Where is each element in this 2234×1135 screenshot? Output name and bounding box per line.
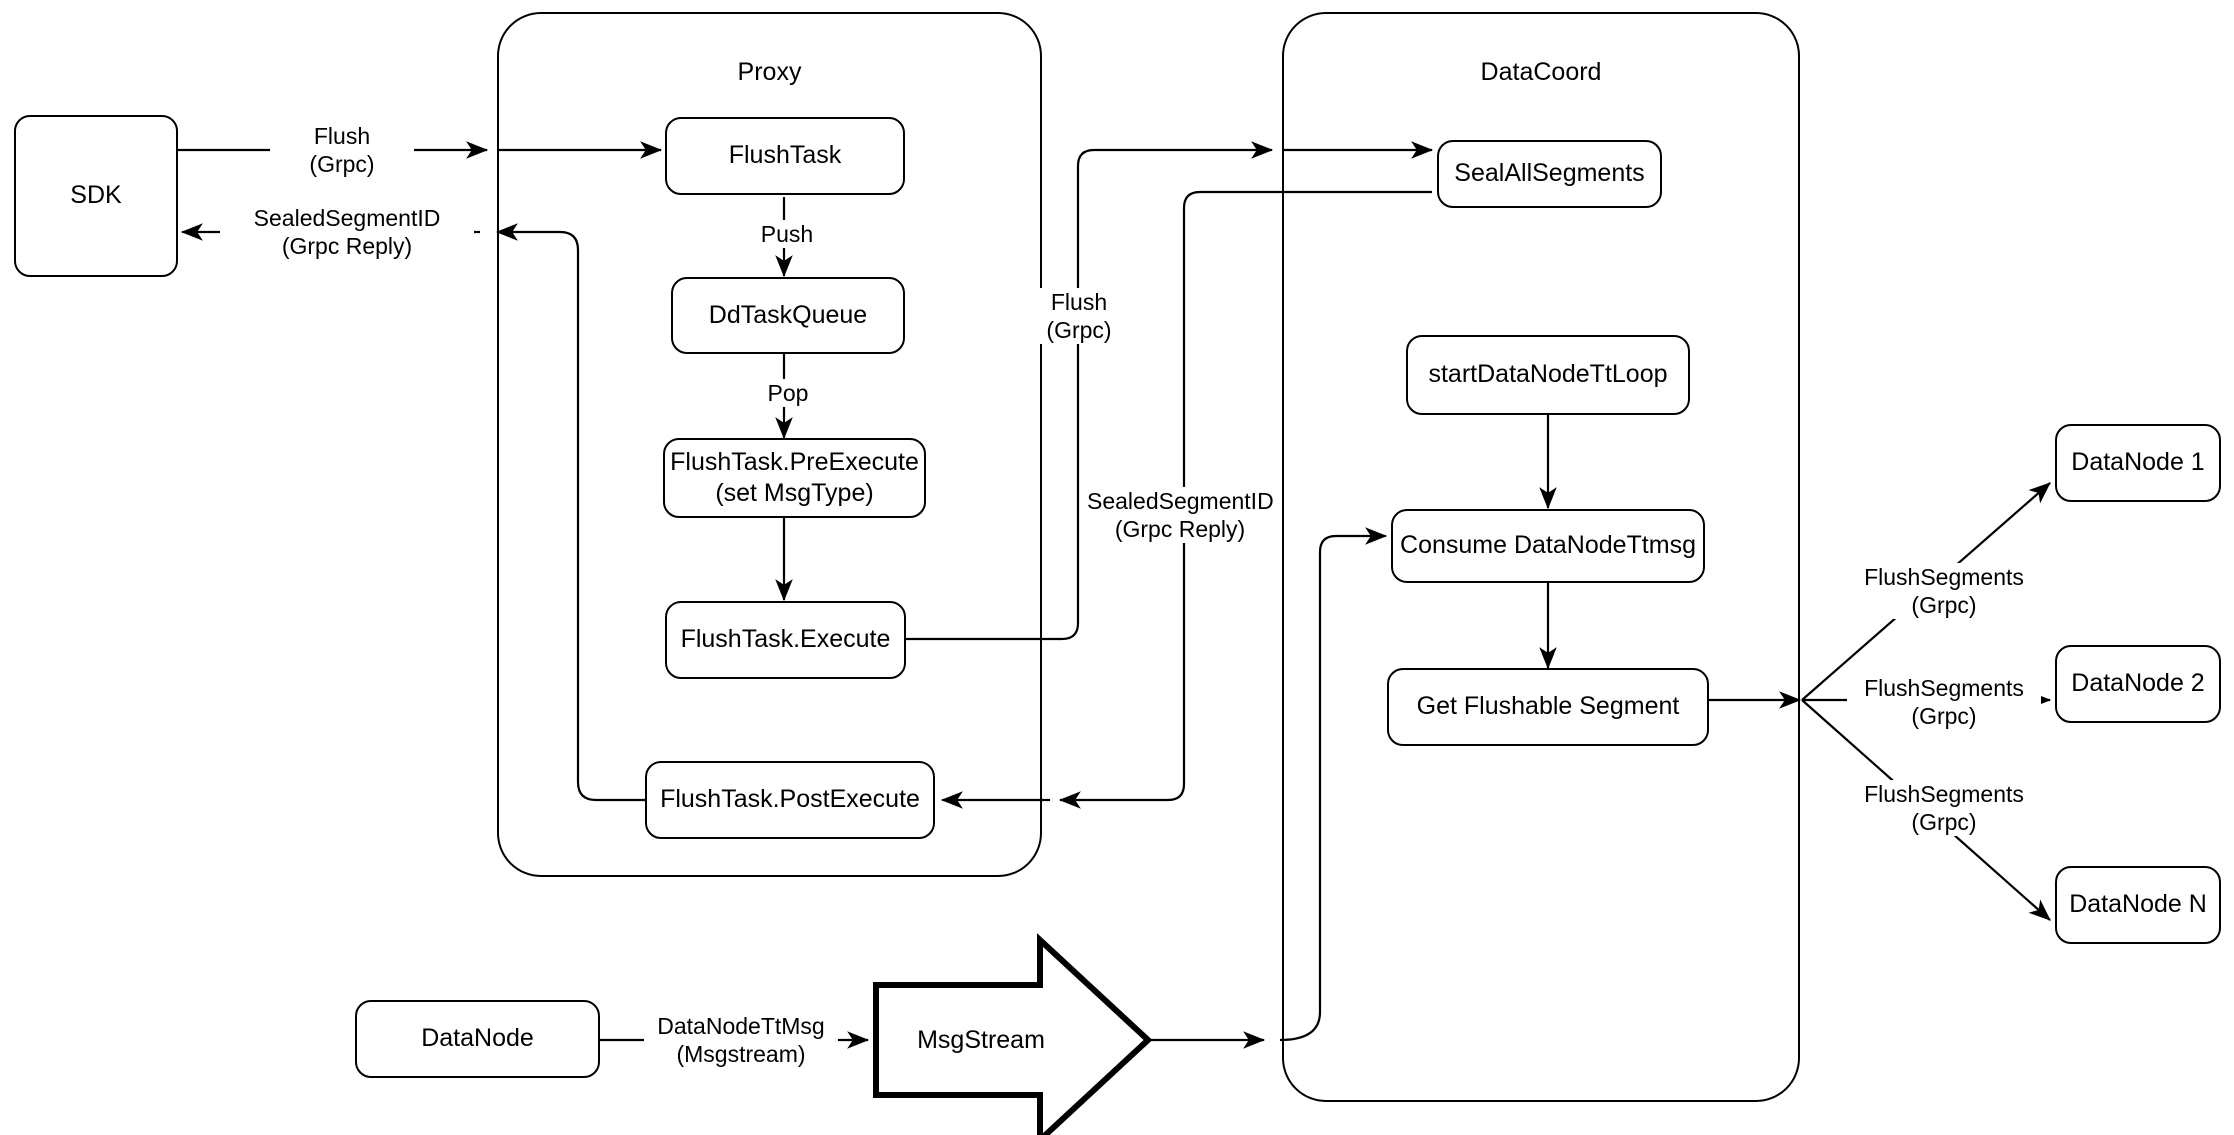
node-get-flushable-segment[interactable]: Get Flushable Segment	[1387, 668, 1709, 746]
edge-label-push-text: Push	[760, 221, 814, 247]
node-sealallsegments[interactable]: SealAllSegments	[1437, 140, 1662, 208]
node-preexecute-line2: (set MsgType)	[715, 479, 874, 507]
edge-label-sdk-flush-line1: Flush	[313, 123, 371, 149]
node-startdatanodettloop[interactable]: startDataNodeTtLoop	[1406, 335, 1690, 415]
edge-label-flushsegments-1: FlushSegments (Grpc)	[1847, 563, 2041, 620]
node-flushtask[interactable]: FlushTask	[665, 117, 905, 195]
container-datacoord	[1282, 12, 1800, 1102]
edge-label-proxy-reply-line2: (Grpc Reply)	[1114, 516, 1246, 543]
node-consume-datanodettmsg[interactable]: Consume DataNodeTtmsg	[1391, 509, 1705, 583]
edge-label-flushsegments-2-line2: (Grpc)	[1911, 703, 1977, 730]
edge-label-flushsegments-n-line2: (Grpc)	[1911, 809, 1977, 836]
edge-execute-to-datacoord	[906, 141, 1274, 641]
edge-label-sdk-reply-line1: SealedSegmentID	[253, 205, 441, 231]
edge-label-sdk-flush: Flush (Grpc)	[270, 122, 414, 179]
edge-label-datanodettmsg-line1: DataNodeTtMsg	[657, 1013, 825, 1039]
edge-label-pop: Pop	[736, 379, 840, 408]
msgstream-arrow-shape	[873, 933, 1153, 1135]
edge-label-proxy-reply: SealedSegmentID (Grpc Reply)	[1085, 487, 1275, 544]
edge-label-flushsegments-n: FlushSegments (Grpc)	[1847, 780, 2041, 837]
edge-postexecute-to-proxywall	[495, 223, 645, 802]
container-datacoord-title: DataCoord	[1480, 58, 1602, 86]
edge-label-sdk-reply-line2: (Grpc Reply)	[281, 233, 413, 260]
edge-label-datanodettmsg-line2: (Msgstream)	[676, 1041, 806, 1068]
edge-label-flushsegments-2-line1: FlushSegments	[1864, 675, 2024, 701]
edge-label-proxy-reply-line1: SealedSegmentID	[1087, 488, 1274, 514]
edge-label-flushsegments-1-line1: FlushSegments	[1864, 564, 2024, 590]
edge-label-flushsegments-2: FlushSegments (Grpc)	[1847, 674, 2041, 731]
edge-label-push: Push	[730, 220, 844, 249]
container-proxy	[497, 12, 1042, 877]
edge-datacoord-to-consume	[1279, 527, 1388, 1042]
edge-label-sdk-reply: SealedSegmentID (Grpc Reply)	[220, 204, 474, 261]
node-preexecute-line1: FlushTask.PreExecute	[670, 447, 919, 476]
edge-label-proxy-flush: Flush (Grpc)	[1012, 288, 1146, 345]
edge-label-proxy-flush-line2: (Grpc)	[1046, 317, 1112, 344]
node-flushtask-preexecute[interactable]: FlushTask.PreExecute (set MsgType)	[663, 438, 926, 518]
edge-label-datanodettmsg: DataNodeTtMsg (Msgstream)	[644, 1012, 838, 1069]
edge-label-pop-text: Pop	[767, 380, 809, 406]
container-proxy-title: Proxy	[737, 58, 802, 86]
node-datanode-n[interactable]: DataNode N	[2055, 866, 2221, 944]
node-msgstream-label: MsgStream	[917, 1026, 1045, 1054]
node-datanode-1[interactable]: DataNode 1	[2055, 424, 2221, 502]
node-sdk[interactable]: SDK	[14, 115, 178, 277]
node-datanode-source[interactable]: DataNode	[355, 1000, 600, 1078]
node-flushtask-execute[interactable]: FlushTask.Execute	[665, 601, 906, 679]
edge-label-flushsegments-1-line2: (Grpc)	[1911, 592, 1977, 619]
edge-label-proxy-flush-line1: Flush	[1050, 289, 1108, 315]
node-ddtaskqueue[interactable]: DdTaskQueue	[671, 277, 905, 354]
node-flushtask-postexecute[interactable]: FlushTask.PostExecute	[645, 761, 935, 839]
edge-label-sdk-flush-line2: (Grpc)	[309, 151, 375, 178]
node-datanode-2[interactable]: DataNode 2	[2055, 645, 2221, 723]
edge-label-flushsegments-n-line1: FlushSegments	[1864, 781, 2024, 807]
